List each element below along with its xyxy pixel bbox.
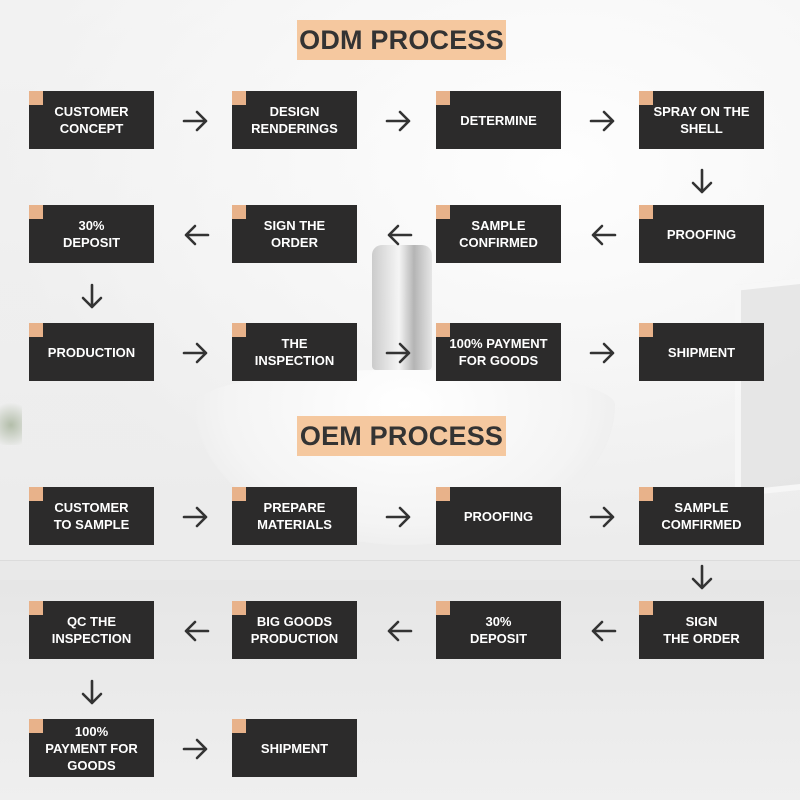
arrow-down-icon [687, 167, 717, 197]
arrow-right-icon [181, 106, 211, 136]
corner-accent [436, 487, 450, 501]
arrow-right-icon [384, 502, 414, 532]
arrow-left-icon [181, 220, 211, 250]
corner-accent [232, 719, 246, 733]
oem-step-sign-order: SIGN THE ORDER [639, 601, 764, 659]
corner-accent [436, 205, 450, 219]
arrow-right-icon [181, 734, 211, 764]
oem-title: OEM PROCESS [297, 416, 506, 456]
arrow-left-icon [181, 616, 211, 646]
arrow-right-icon [384, 106, 414, 136]
odm-step-production: PRODUCTION [29, 323, 154, 381]
oem-step-prepare-materials: PREPARE MATERIALS [232, 487, 357, 545]
arrow-down-icon [77, 678, 107, 708]
plant-image [0, 395, 22, 445]
arrow-right-icon [588, 502, 618, 532]
oem-step-qc-inspection: QC THE INSPECTION [29, 601, 154, 659]
corner-accent [639, 487, 653, 501]
arrow-right-icon [384, 338, 414, 368]
odm-step-determine: DETERMINE [436, 91, 561, 149]
oem-step-proofing: PROOFING [436, 487, 561, 545]
corner-accent [29, 487, 43, 501]
oem-step-customer-sample: CUSTOMER TO SAMPLE [29, 487, 154, 545]
corner-accent [232, 323, 246, 337]
faucet-image [372, 245, 432, 370]
odm-step-shipment: SHIPMENT [639, 323, 764, 381]
odm-step-sample-confirmed: SAMPLE CONFIRMED [436, 205, 561, 263]
oem-step-shipment: SHIPMENT [232, 719, 357, 777]
arrow-left-icon [384, 616, 414, 646]
corner-accent [29, 91, 43, 105]
odm-step-spray-shell: SPRAY ON THE SHELL [639, 91, 764, 149]
oem-step-payment: 100% PAYMENT FOR GOODS [29, 719, 154, 777]
odm-step-customer-concept: CUSTOMER CONCEPT [29, 91, 154, 149]
arrow-left-icon [384, 220, 414, 250]
corner-accent [639, 91, 653, 105]
corner-accent [232, 487, 246, 501]
arrow-right-icon [588, 106, 618, 136]
arrow-right-icon [588, 338, 618, 368]
corner-accent [436, 91, 450, 105]
odm-title: ODM PROCESS [297, 20, 506, 60]
oem-step-big-goods-production: BIG GOODS PRODUCTION [232, 601, 357, 659]
corner-accent [29, 323, 43, 337]
arrow-down-icon [687, 563, 717, 593]
oem-step-deposit: 30% DEPOSIT [436, 601, 561, 659]
corner-accent [29, 719, 43, 733]
corner-accent [639, 323, 653, 337]
odm-step-inspection: THE INSPECTION [232, 323, 357, 381]
corner-accent [232, 601, 246, 615]
arrow-right-icon [181, 338, 211, 368]
arrow-left-icon [588, 616, 618, 646]
odm-step-deposit: 30% DEPOSIT [29, 205, 154, 263]
arrow-down-icon [77, 282, 107, 312]
counter-edge [0, 560, 800, 581]
corner-accent [29, 205, 43, 219]
corner-accent [436, 323, 450, 337]
corner-accent [639, 205, 653, 219]
odm-step-payment: 100% PAYMENT FOR GOODS [436, 323, 561, 381]
odm-step-proofing: PROOFING [639, 205, 764, 263]
corner-accent [232, 205, 246, 219]
corner-accent [29, 601, 43, 615]
odm-step-design-renderings: DESIGN RENDERINGS [232, 91, 357, 149]
odm-step-sign-order: SIGN THE ORDER [232, 205, 357, 263]
oem-step-sample-confirmed: SAMPLE COMFIRMED [639, 487, 764, 545]
corner-accent [639, 601, 653, 615]
arrow-right-icon [181, 502, 211, 532]
picture-frame-image [735, 275, 800, 497]
arrow-left-icon [588, 220, 618, 250]
corner-accent [232, 91, 246, 105]
corner-accent [436, 601, 450, 615]
